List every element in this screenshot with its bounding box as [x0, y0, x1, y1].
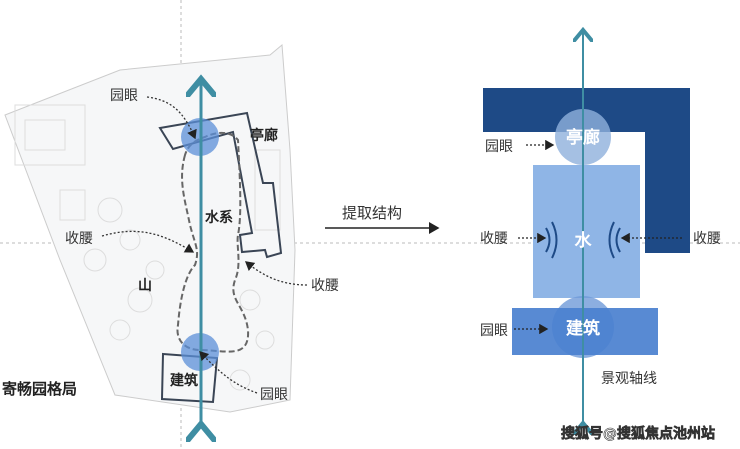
- label-eye-top-left: 园眼: [110, 88, 138, 104]
- label-pavilion-left: 亭廊: [250, 127, 278, 144]
- label-eye-bottom-left: 园眼: [260, 387, 288, 403]
- eye-bottom-pointer: [199, 351, 258, 394]
- label-waist-right-left: 收腰: [311, 278, 339, 294]
- process-arrow-label: 提取结构: [342, 204, 402, 222]
- label-pavilion-right: 亭廊: [566, 127, 600, 148]
- watermark: 搜狐号@搜狐焦点池州站: [561, 425, 715, 442]
- waist-left-pointer: [101, 230, 195, 253]
- label-eye-top-right: 园眼: [485, 139, 513, 155]
- label-eye-bottom-right: 园眼: [480, 323, 508, 339]
- plan-title: 寄畅园格局: [2, 380, 77, 398]
- pavilion-block: [483, 88, 690, 253]
- label-waist-right-right: 收腰: [693, 231, 721, 247]
- site-plan-sketch: [4, 43, 296, 413]
- label-landscape-axis: 景观轴线: [601, 371, 657, 387]
- label-water-right: 水: [575, 230, 593, 251]
- label-building-left: 建筑: [170, 372, 198, 389]
- label-water-system: 水系: [205, 209, 233, 226]
- label-building-right: 建筑: [566, 318, 600, 339]
- waist-arcs: [545, 221, 621, 259]
- label-waist-left: 收腰: [65, 231, 93, 247]
- pavilion-outline: [158, 111, 283, 259]
- label-mountain: 山: [138, 278, 152, 294]
- waist-right-pointer: [244, 261, 308, 286]
- label-waist-left-right: 收腰: [480, 231, 508, 247]
